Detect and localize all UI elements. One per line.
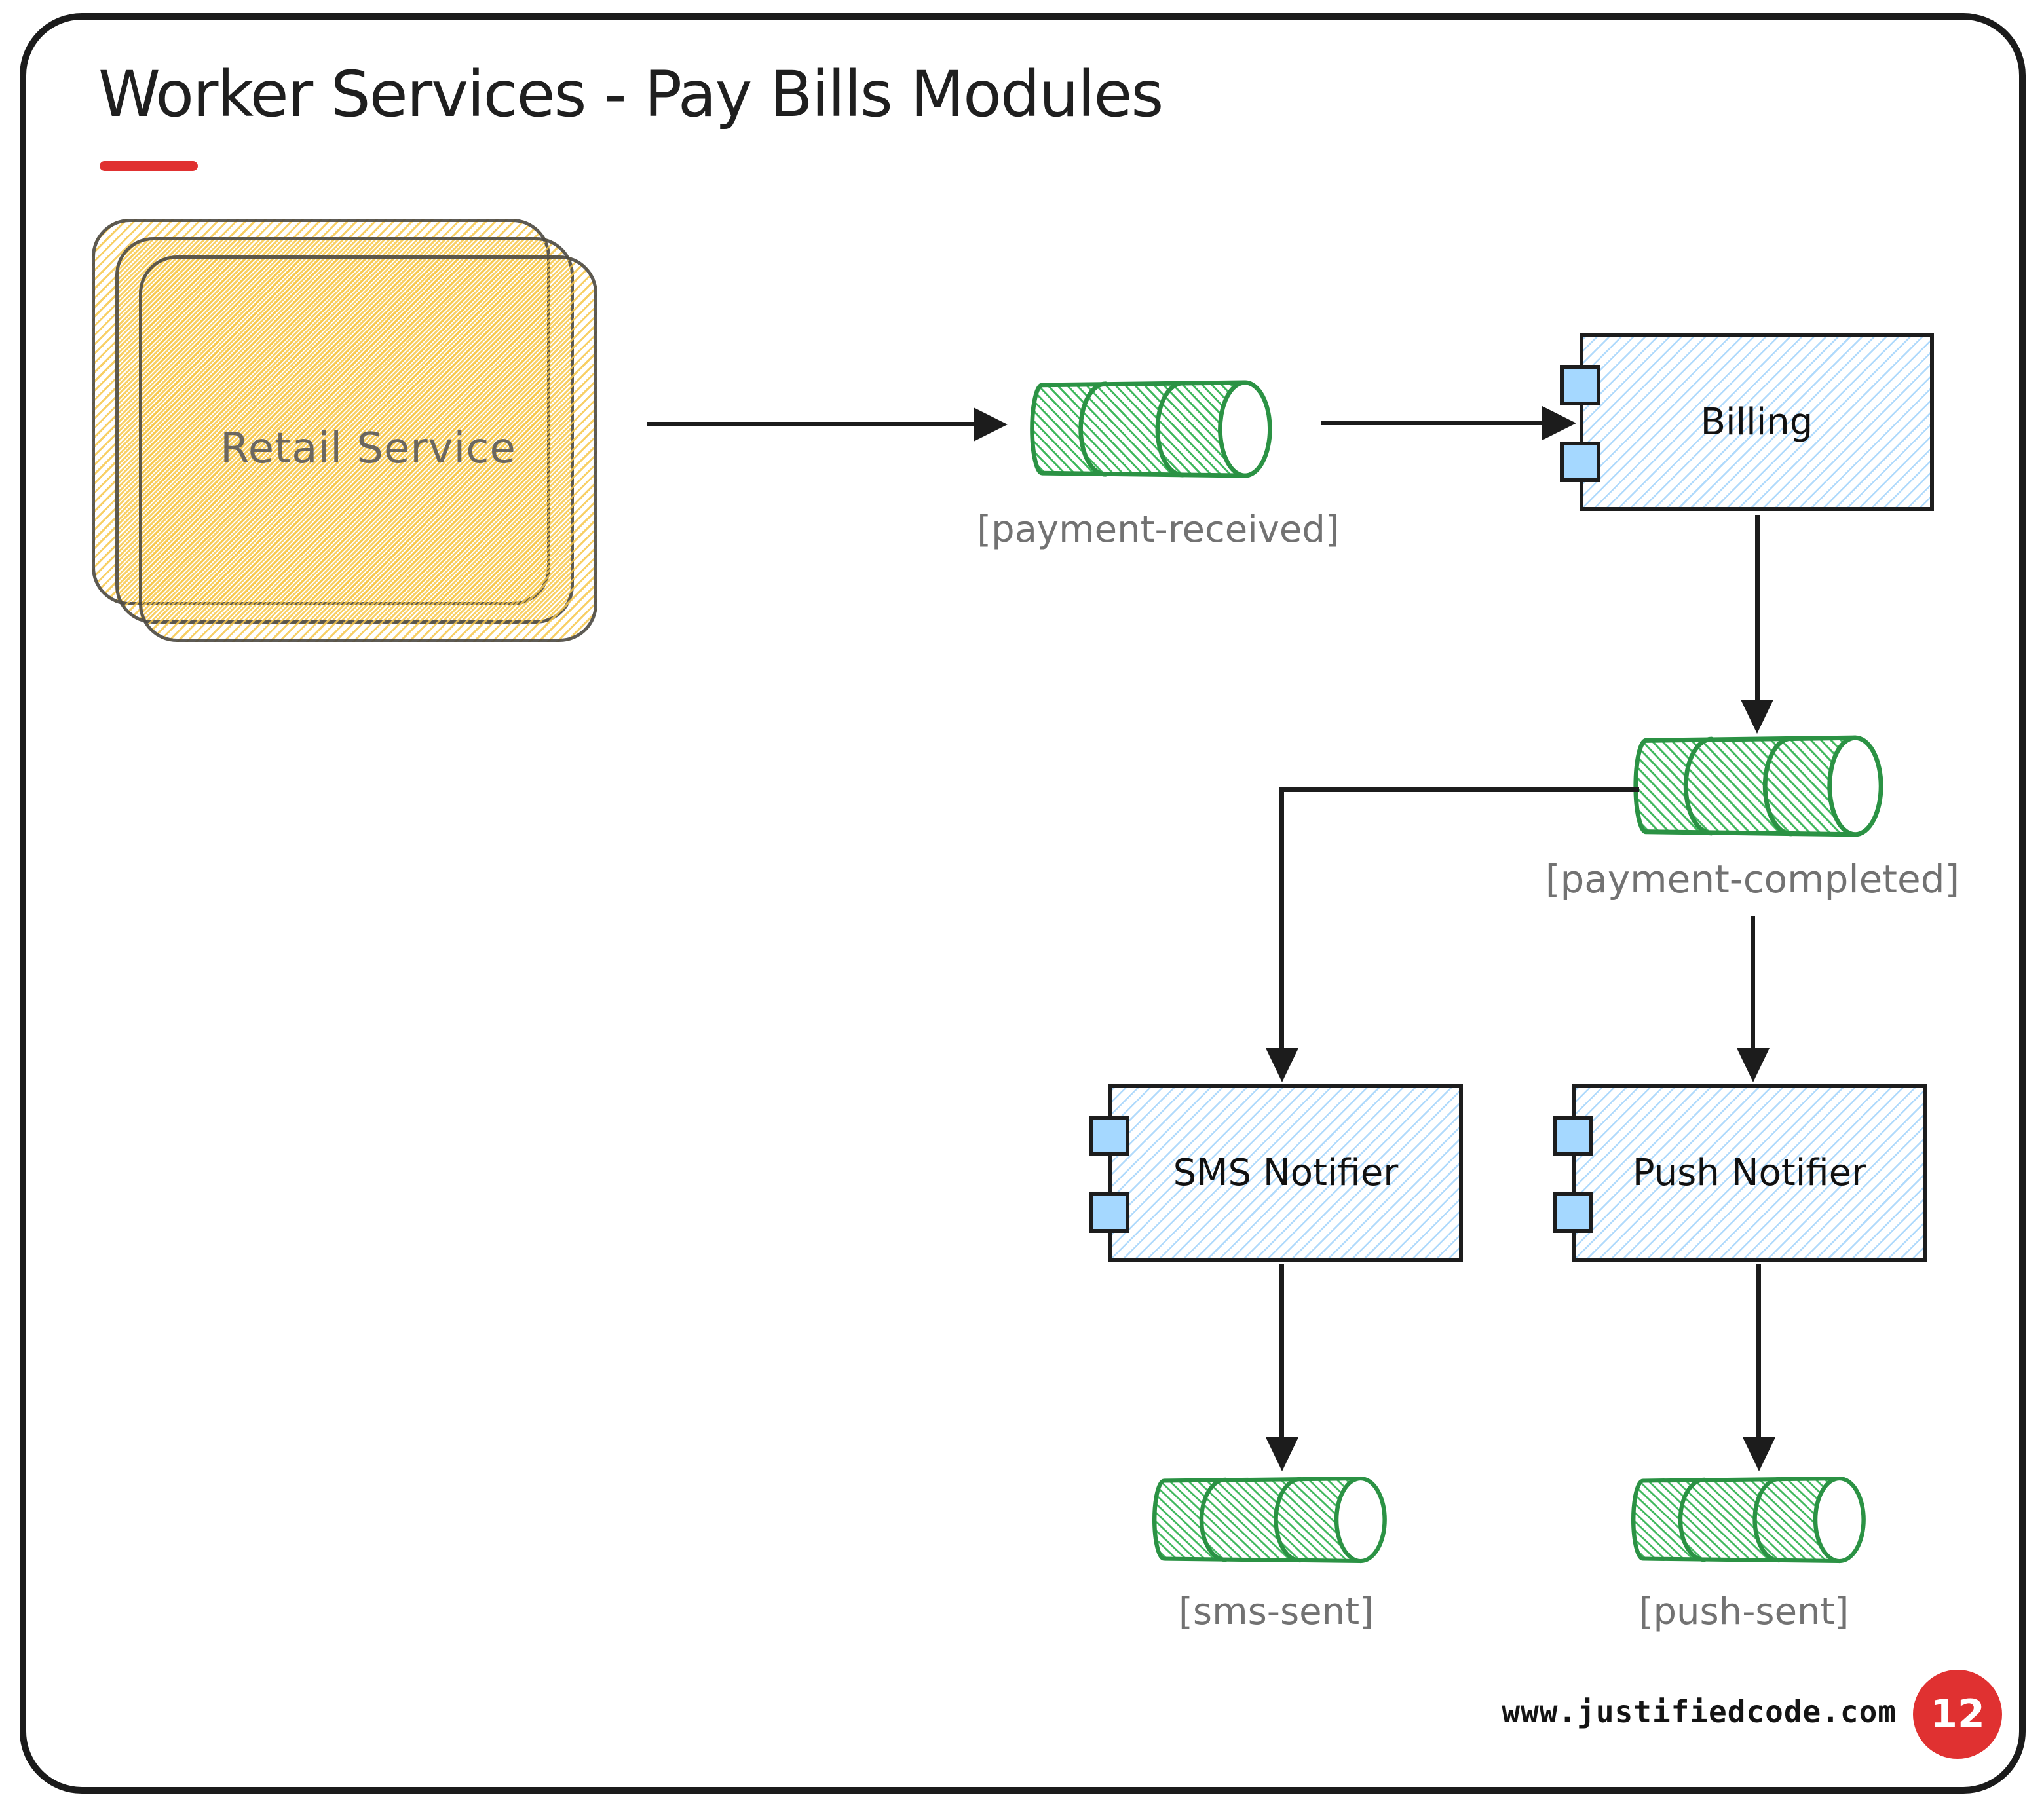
node-push-notifier: Push Notifier [1553, 1084, 1927, 1262]
component-port-icon [1560, 365, 1600, 405]
retail-service-label: Retail Service [220, 424, 516, 473]
component-port-icon [1560, 442, 1600, 482]
component-port-icon [1089, 1116, 1129, 1156]
node-retail-service: Retail Service [92, 219, 609, 651]
payment-received-queue-label: [payment-received] [977, 508, 1340, 551]
component-port-icon [1089, 1192, 1129, 1233]
page-title: Worker Services - Pay Bills Modules [98, 58, 1164, 131]
payment-completed-queue-icon [1633, 735, 1883, 837]
component-port-icon [1553, 1192, 1593, 1233]
title-underline-decoration [100, 161, 198, 171]
node-sms-notifier: SMS Notifier [1089, 1084, 1463, 1262]
payment-completed-queue-label: [payment-completed] [1545, 857, 1960, 901]
sms-sent-queue-icon [1152, 1476, 1387, 1564]
sms-sent-queue-label: [sms-sent] [1179, 1591, 1374, 1633]
node-billing: Billing [1560, 333, 1934, 511]
page-number: 12 [1930, 1691, 1985, 1737]
push-sent-queue-label: [push-sent] [1638, 1591, 1849, 1633]
footer-website-text: www.justifiedcode.com [1502, 1694, 1897, 1729]
billing-label: Billing [1700, 401, 1813, 443]
slide-border [20, 13, 2026, 1794]
push-sent-queue-icon [1631, 1476, 1866, 1564]
component-port-icon [1553, 1116, 1593, 1156]
retail-stack-front-card: Retail Service [139, 255, 597, 642]
payment-received-queue-icon [1030, 380, 1272, 478]
sms-notifier-label: SMS Notifier [1173, 1152, 1399, 1194]
page-number-badge: 12 [1913, 1670, 2002, 1759]
push-notifier-label: Push Notifier [1632, 1152, 1867, 1194]
